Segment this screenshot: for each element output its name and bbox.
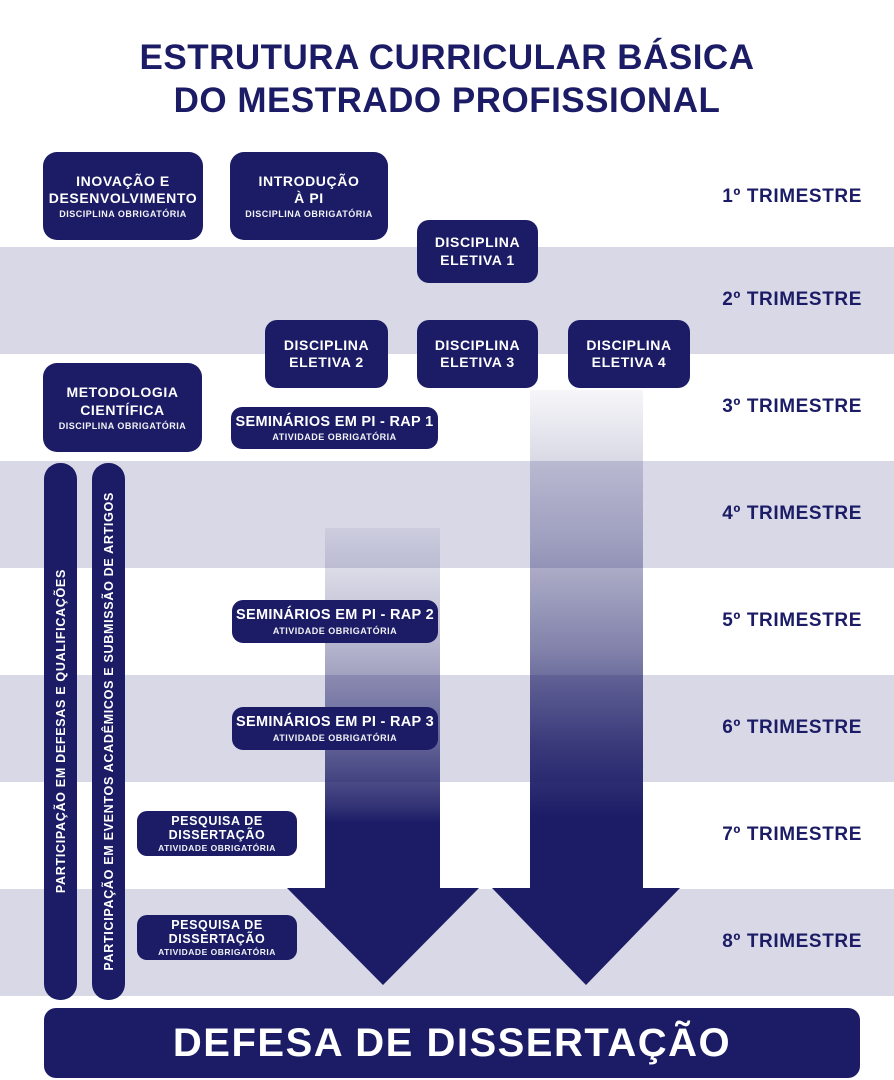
- course-title-line: SEMINÁRIOS EM PI - RAP 2: [236, 607, 434, 624]
- course-subtitle: ATIVIDADE OBRIGATÓRIA: [158, 843, 276, 854]
- trimester-stripe-6: [0, 675, 894, 782]
- course-title-line: INTRODUÇÃO: [258, 172, 360, 189]
- course-subtitle: DISCIPLINA OBRIGATÓRIA: [245, 209, 373, 220]
- course-box-seminarios-rap-3: SEMINÁRIOS EM PI - RAP 3 ATIVIDADE OBRIG…: [232, 707, 438, 750]
- course-subtitle: DISCIPLINA OBRIGATÓRIA: [58, 420, 187, 431]
- course-title-line: ELETIVA 3: [440, 354, 515, 370]
- course-title-line: DISCIPLINA: [434, 336, 521, 353]
- sidebar-participacao-eventos: PARTICIPAÇÃO EM EVENTOS ACADÊMICOS E SUB…: [92, 463, 125, 1000]
- course-box-disciplina-eletiva-3: DISCIPLINA ELETIVA 3: [417, 320, 538, 388]
- course-title-line: DISSERTAÇÃO: [168, 932, 266, 946]
- course-box-disciplina-eletiva-1: DISCIPLINA ELETIVA 1: [417, 220, 538, 283]
- course-box-pesquisa-de-dissertacao-7: PESQUISA DE DISSERTAÇÃO ATIVIDADE OBRIGA…: [137, 811, 297, 856]
- sidebar-label: PARTICIPAÇÃO EM EVENTOS ACADÊMICOS E SUB…: [101, 492, 116, 971]
- course-subtitle: ATIVIDADE OBRIGATÓRIA: [158, 947, 276, 958]
- footer-label: DEFESA DE DISSERTAÇÃO: [172, 1020, 732, 1065]
- course-title-line: SEMINÁRIOS EM PI - RAP 3: [236, 714, 434, 731]
- course-subtitle: DISCIPLINA OBRIGATÓRIA: [59, 209, 187, 220]
- page-title-line2: DO MESTRADO PROFISSIONAL: [173, 81, 721, 121]
- course-title-line: ELETIVA 4: [591, 354, 667, 370]
- trimester-label-1: 1º TRIMESTRE: [722, 186, 862, 207]
- course-title-line: DISCIPLINA: [586, 336, 672, 353]
- trimester-label-8: 8º TRIMESTRE: [722, 931, 862, 952]
- course-title-line: À PI: [294, 190, 324, 206]
- course-subtitle: ATIVIDADE OBRIGATÓRIA: [272, 625, 398, 636]
- course-title-line: PESQUISA DE: [171, 917, 263, 932]
- course-box-disciplina-eletiva-2: DISCIPLINA ELETIVA 2: [265, 320, 388, 388]
- course-title-line: METODOLOGIA: [66, 384, 179, 401]
- course-box-disciplina-eletiva-4: DISCIPLINA ELETIVA 4: [568, 320, 690, 388]
- trimester-label-7: 7º TRIMESTRE: [722, 824, 862, 845]
- sidebar-participacao-defesas: PARTICIPAÇÃO EM DEFESAS E QUALIFICAÇÕES: [44, 463, 77, 1000]
- trimester-label-6: 6º TRIMESTRE: [722, 717, 862, 738]
- trimester-label-3: 3º TRIMESTRE: [722, 396, 862, 417]
- course-title-line: DISCIPLINA: [283, 336, 370, 353]
- course-box-inovacao-e-desenvolvimento: INOVAÇÃO E DESENVOLVIMENTO DISCIPLINA OB…: [43, 152, 203, 240]
- course-box-introducao-a-pi: INTRODUÇÃO À PI DISCIPLINA OBRIGATÓRIA: [230, 152, 388, 240]
- course-title-line: DISCIPLINA: [434, 234, 521, 251]
- course-title-line: CIENTÍFICA: [80, 401, 165, 418]
- defesa-de-dissertacao-bar: DEFESA DE DISSERTAÇÃO: [44, 1008, 860, 1078]
- course-title-line: DESENVOLVIMENTO: [48, 190, 198, 206]
- course-box-metodologia-cientifica: METODOLOGIA CIENTÍFICA DISCIPLINA OBRIGA…: [43, 363, 202, 452]
- arrow-shaft: [530, 390, 643, 889]
- trimester-label-2: 2º TRIMESTRE: [722, 289, 862, 310]
- course-box-pesquisa-de-dissertacao-8: PESQUISA DE DISSERTAÇÃO ATIVIDADE OBRIGA…: [137, 915, 297, 960]
- course-title-line: SEMINÁRIOS EM PI - RAP 1: [235, 413, 434, 430]
- page-title: ESTRUTURA CURRICULAR BÁSICA DO MESTRADO …: [0, 36, 894, 123]
- course-title-line: PESQUISA DE: [171, 813, 263, 828]
- course-box-seminarios-rap-2: SEMINÁRIOS EM PI - RAP 2 ATIVIDADE OBRIG…: [232, 600, 438, 643]
- trimester-label-5: 5º TRIMESTRE: [722, 610, 862, 631]
- sidebar-label: PARTICIPAÇÃO EM DEFESAS E QUALIFICAÇÕES: [53, 569, 68, 894]
- trimester-label-4: 4º TRIMESTRE: [722, 503, 862, 524]
- course-title-line: ELETIVA 1: [440, 251, 515, 268]
- course-subtitle: ATIVIDADE OBRIGATÓRIA: [272, 432, 397, 443]
- course-box-seminarios-rap-1: SEMINÁRIOS EM PI - RAP 1 ATIVIDADE OBRIG…: [231, 407, 438, 449]
- course-subtitle: ATIVIDADE OBRIGATÓRIA: [272, 732, 398, 743]
- course-title-line: ELETIVA 2: [289, 354, 364, 370]
- page-title-line1: ESTRUTURA CURRICULAR BÁSICA: [139, 38, 755, 77]
- course-title-line: INOVAÇÃO E: [76, 172, 170, 189]
- trimester-stripe-4: [0, 461, 894, 568]
- course-title-line: DISSERTAÇÃO: [168, 828, 266, 842]
